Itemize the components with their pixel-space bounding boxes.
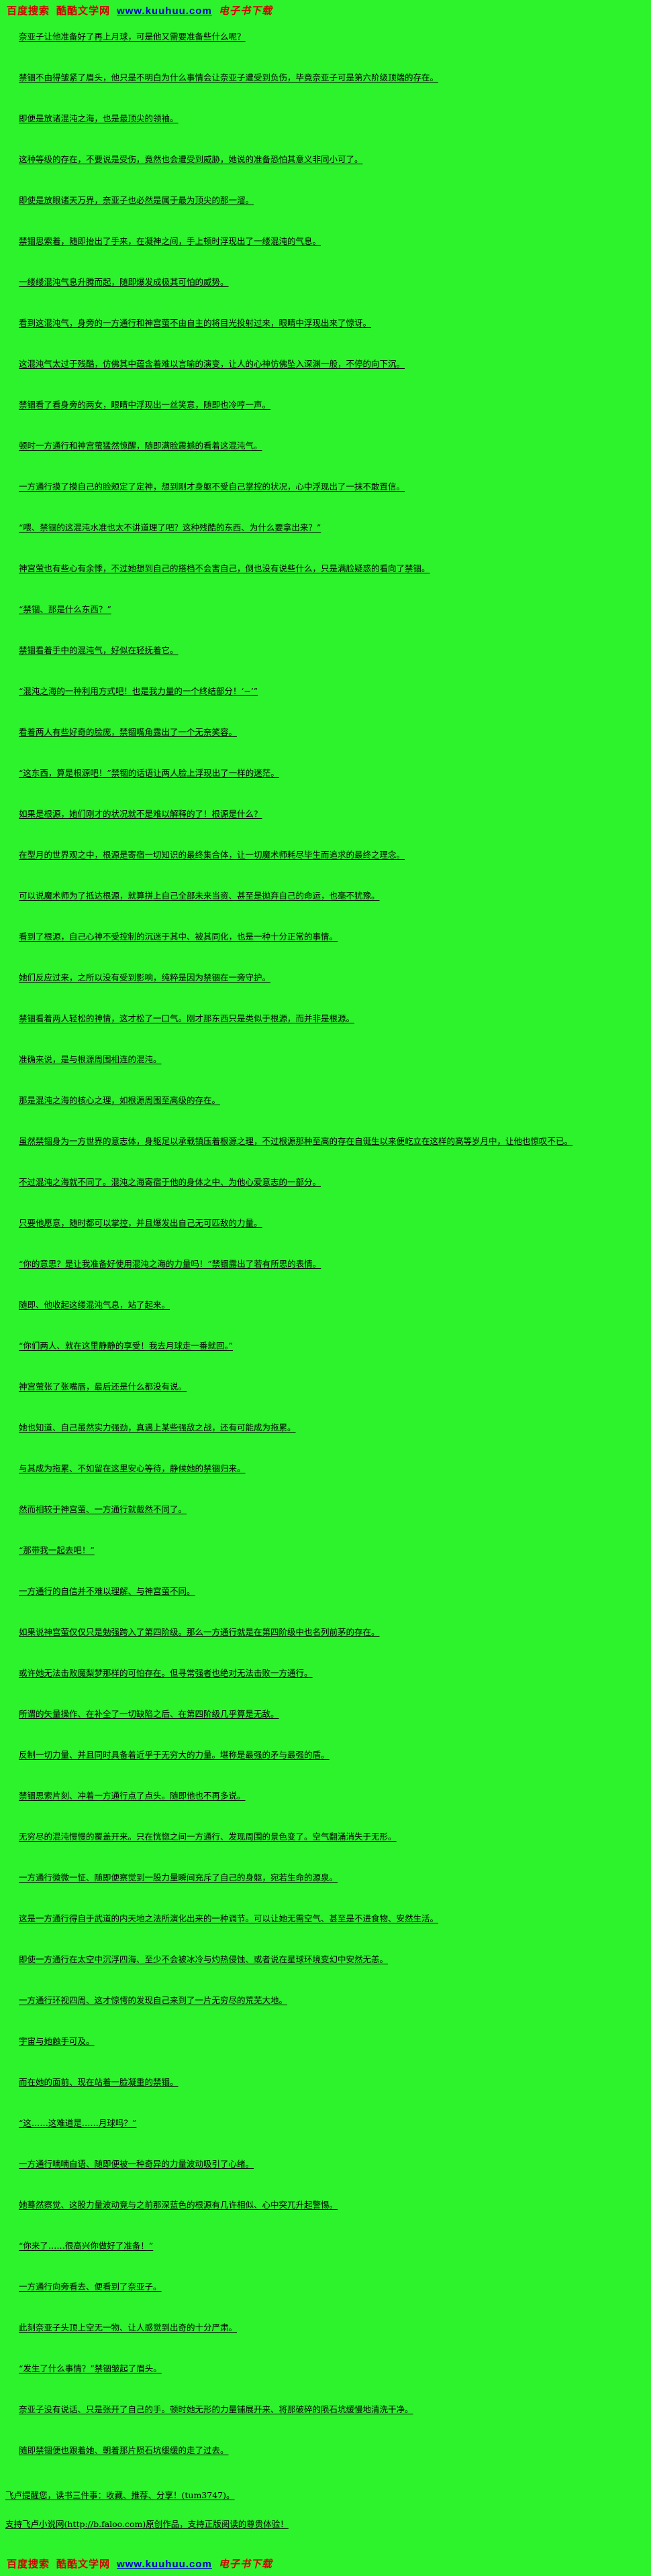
novel-paragraph: 这种等级的存在，不要说是受伤，竟然也会遭受到威胁，她说的准备恐怕其意义非同小可了… (19, 154, 363, 164)
novel-paragraph: 如果是根源，她们刚才的状况就不是难以解释的了！根源是什么？ (19, 809, 262, 819)
novel-paragraph: 禁锢思索片刻、冲着一方通行点了点头。随即他也不再多说。 (19, 1791, 246, 1801)
novel-paragraph: 一方通行向旁看去、便看到了奈亚子。 (19, 2282, 162, 2292)
novel-paragraph: 而在她的面前、现在站着一脸凝重的禁锢。 (19, 2077, 179, 2087)
banner-search-prefix: 百度搜索 (7, 2559, 50, 2570)
banner-site-name: 酷酷文学网 (56, 2559, 111, 2570)
novel-paragraph: 顿时一方通行和神宫萤猛然惊醒，随即满脸震撼的看着这混沌气。 (19, 441, 262, 451)
footer-reminder-line: 飞卢提醒您，读书三件事：收藏、推荐、分享！(tum3747)。 (5, 2490, 235, 2500)
novel-paragraph: 禁锢看着两人轻松的神情，这才松了一口气。刚才那东西只是类似于根源，而并非是根源。 (19, 1013, 355, 1023)
banner-site-url[interactable]: www.kuuhuu.com (117, 5, 212, 17)
novel-paragraph: 禁锢思索着，随即抬出了手来，在凝神之间，手上顿时浮现出了一缕混沌的气息。 (19, 236, 321, 246)
novel-paragraph: 一方通行摸了摸自己的脸颊定了定神，想到刚才身躯不受自己掌控的状况，心中浮现出了一… (19, 482, 405, 492)
novel-paragraph: 即便是放诸混沌之海，也是最顶尖的领袖。 (19, 113, 179, 123)
novel-paragraph: 禁锢不由得皱紧了眉头，他只是不明白为什么事情会让奈亚子遭受到负伤，毕竟奈亚子可是… (19, 72, 439, 82)
novel-paragraph: 禁锢看着手中的混沌气，好似在轻抚着它。 (19, 645, 179, 655)
banner-search-prefix: 百度搜索 (7, 5, 50, 17)
novel-paragraph: 所谓的矢量操作、在补全了一切缺陷之后、在第四阶级几乎算是无敌。 (19, 1709, 279, 1719)
novel-paragraph: 那是混沌之海的核心之理，如根源周围至高级的存在。 (19, 1095, 221, 1105)
novel-paragraph: 只要他愿意，随时都可以掌控，并且爆发出自己无可匹敌的力量。 (19, 1218, 262, 1228)
novel-paragraph: 她蓦然察觉、这股力量波动竟与之前那深蓝色的根源有几许相似、心中突兀升起警惕。 (19, 2200, 338, 2210)
banner-download-label: 电子书下载 (218, 2559, 272, 2570)
novel-paragraph: 与其成为拖累、不如留在这里安心等待，静候她的禁锢归来。 (19, 1463, 246, 1473)
novel-paragraph: 神宫萤张了张嘴唇，最后还是什么都没有说。 (19, 1382, 187, 1392)
novel-paragraph: “你的意思？是让我准备好使用混沌之海的力量吗！”禁锢露出了若有所思的表情。 (19, 1259, 321, 1269)
novel-paragraph: 可以说魔术师为了抵达根源，就算拼上自己全部未来当资、甚至是抛弃自己的命运，也毫不… (19, 891, 380, 901)
novel-paragraph: 即使是放眼诸天万界，奈亚子也必然是属于最为顶尖的那一溜。 (19, 195, 254, 205)
novel-paragraph: 准确来说，是与根源周围相连的混沌。 (19, 1054, 162, 1064)
novel-paragraph: 即使一方通行在太空中沉浮四海、至少不会被冰冷与灼热侵蚀、或者说在星球环境变幻中安… (19, 1954, 389, 1964)
novel-paragraph: 虽然禁锢身为一方世界的意志体，身躯足以承载镇压着根源之理，不过根源那种至高的存在… (19, 1136, 573, 1146)
novel-paragraph: 一缕缕混沌气息升腾而起，随即爆发成极其可怕的威势。 (19, 277, 229, 287)
novel-paragraph: 或许她无法击败魔梨梦那样的可怕存在。但寻常强者也绝对无法击败一方通行。 (19, 1668, 313, 1678)
novel-paragraph: “那带我一起去吧！” (19, 1545, 95, 1555)
top-banner: 百度搜索酷酷文学网 www.kuuhuu.com 电子书下载 (0, 0, 651, 17)
novel-paragraph: 奈亚子没有说话、只是张开了自己的手。顿时她无形的力量铺展开来、将那破碎的陨石坑缓… (19, 2404, 413, 2414)
novel-paragraph: 随即禁锢便也跟着她、朝着那片陨石坑缓缓的走了过去。 (19, 2445, 229, 2455)
novel-paragraph: 然而相较于神宫萤、一方通行就截然不同了。 (19, 1504, 187, 1514)
novel-paragraph: “禁锢、那是什么东西？” (19, 604, 111, 614)
novel-paragraph: 一方通行的自信并不难以理解、与神宫萤不同。 (19, 1586, 195, 1596)
novel-paragraph: 神宫萤也有些心有余悸，不过她想到自己的搭档不会害自己，倒也没有说些什么，只是满脸… (19, 563, 430, 573)
novel-paragraph: “你们两人、就在这里静静的享受！我去月球走一番就回。” (19, 1341, 234, 1351)
novel-body: 奈亚子让他准备好了再上月球，可是他又需要准备些什么呢？ 禁锢不由得皱紧了眉头，他只… (0, 17, 651, 2456)
novel-paragraph: 一方通行环视四周、这才惊愕的发现自己来到了一片无穷尽的荒芜大地。 (19, 1995, 288, 2005)
novel-paragraph: 宇宙与她触手可及。 (19, 2036, 95, 2046)
novel-paragraph: 一方通行微微一怔、随即便察觉到一股力量瞬间充斥了自己的身躯，宛若生命的源泉。 (19, 1872, 338, 1883)
novel-paragraph: “你来了……很高兴你做好了准备！” (19, 2241, 154, 2251)
banner-site-url[interactable]: www.kuuhuu.com (117, 2559, 212, 2570)
novel-paragraph: 奈亚子让他准备好了再上月球，可是他又需要准备些什么呢？ (19, 32, 246, 42)
footer-area: 飞卢提醒您，读书三件事：收藏、推荐、分享！(tum3747)。 支持飞卢小说网(… (0, 2485, 651, 2550)
novel-paragraph: 无穷尽的混沌慢慢的覆盖开来。只在恍惚之间一方通行、发现周围的景色变了。空气翻涌消… (19, 1832, 397, 1842)
banner-download-label: 电子书下载 (218, 5, 272, 17)
novel-paragraph: 此刻奈亚子头顶上空无一物、让人感觉到出奇的十分严肃。 (19, 2322, 238, 2333)
novel-paragraph: “混沌之海的一种利用方式吧！也是我力量的一个终结部分！‘~’” (19, 686, 258, 696)
novel-paragraph: 这是一方通行得自于武道的内天地之法所演化出来的一种调节。可以让她无需空气、甚至是… (19, 1913, 439, 1923)
novel-paragraph: 如果说神宫萤仅仅只是勉强跨入了第四阶级。那么一方通行就是在第四阶级中也名列前茅的… (19, 1627, 380, 1637)
novel-paragraph: 她们反应过来，之所以没有受到影响，纯粹是因为禁锢在一旁守护。 (19, 972, 271, 983)
novel-paragraph: 不过混沌之海就不同了。混沌之海寄宿于他的身体之中、为他心爱意志的一部分。 (19, 1177, 321, 1187)
novel-paragraph: 反制一切力量、并且同时具备着近乎于无穷大的力量。堪称是最强的矛与最强的盾。 (19, 1750, 330, 1760)
footer-support-line: 支持飞卢小说网(http://b.faloo.com)原创作品，支持正版阅读的尊… (5, 2519, 289, 2529)
novel-paragraph: 一方通行喃喃自语、随即便被一种奇异的力量波动吸引了心绪。 (19, 2159, 254, 2169)
novel-paragraph: 在型月的世界观之中，根源是寄宿一切知识的最终集合体，让一切魔术师耗尽毕生而追求的… (19, 850, 405, 860)
novel-paragraph: 看到这混沌气，身旁的一方通行和神宫萤不由自主的将目光投射过来，眼睛中浮现出来了惊… (19, 318, 372, 328)
novel-paragraph: 这混沌气太过于残酷，仿佛其中蕴含着难以言喻的演变，让人的心神仿佛坠入深渊一般，不… (19, 359, 405, 369)
novel-paragraph: 她也知道、自己虽然实力强劲，真遇上某些强敌之战，还有可能成为拖累。 (19, 1422, 296, 1433)
novel-paragraph: 随即、他收起这缕混沌气息，站了起来。 (19, 1300, 170, 1310)
novel-paragraph: 看着两人有些好奇的脸庞，禁锢嘴角露出了一个无奈笑容。 (19, 727, 238, 737)
novel-paragraph: “喂、禁锢的这混沌水准也太不讲道理了吧？这种残酷的东西、为什么要拿出来？” (19, 522, 321, 533)
novel-paragraph: “这东西，算是根源吧！”禁锢的话语让两人脸上浮现出了一样的迷茫。 (19, 768, 279, 778)
novel-paragraph: 看到了根源，自己心神不受控制的沉迷于其中、被其同化，也是一种十分正常的事情。 (19, 932, 338, 942)
novel-paragraph: 禁锢看了看身旁的两女，眼睛中浮现出一丝笑意，随即也冷哼一声。 (19, 400, 271, 410)
banner-site-name: 酷酷文学网 (56, 5, 111, 17)
novel-paragraph: “这……这难道是……月球吗？” (19, 2118, 137, 2128)
bottom-banner: 百度搜索酷酷文学网 www.kuuhuu.com 电子书下载 (0, 2550, 651, 2576)
novel-paragraph: “发生了什么事情？”禁锢皱起了眉头。 (19, 2363, 162, 2373)
